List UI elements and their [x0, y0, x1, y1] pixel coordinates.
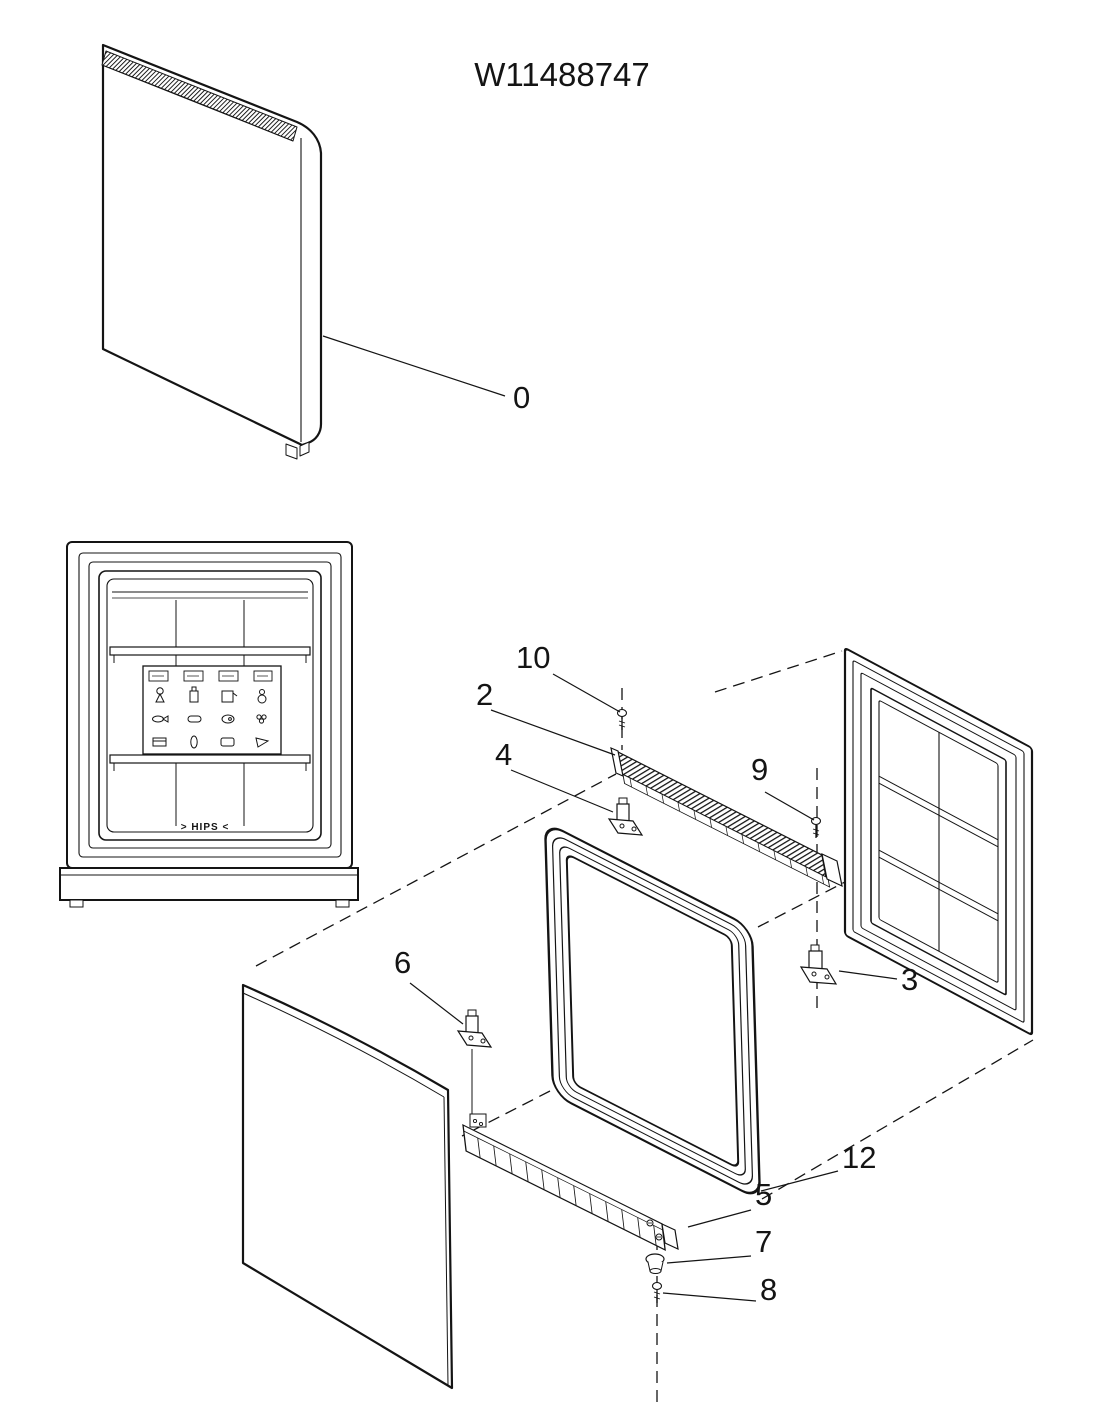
callout-3: 3 [838, 962, 918, 997]
glass-shelf [109, 754, 311, 771]
screw-bottom [651, 1281, 663, 1303]
callout-7: 7 [666, 1224, 772, 1264]
callout-2: 2 [476, 677, 616, 756]
callout-label-9: 9 [751, 752, 768, 787]
door-foot [299, 441, 310, 457]
rail-end-screws [646, 1219, 663, 1241]
food-storage-panel [142, 665, 282, 755]
hinge-bracket-left [456, 1009, 493, 1114]
ham-icon [221, 714, 235, 724]
callout-label-0: 0 [513, 380, 530, 415]
freezer-door-exterior [101, 43, 323, 460]
callout-label-6: 6 [394, 945, 411, 980]
grapes-icon [256, 714, 267, 724]
corn-icon [190, 735, 198, 749]
screw-top [616, 708, 628, 730]
food-icons [152, 686, 270, 749]
carrot-icon [255, 737, 270, 748]
temp-badges [148, 670, 273, 682]
callout-label-2: 2 [476, 677, 493, 712]
callout-label-10: 10 [516, 640, 550, 675]
bottle-icon [189, 686, 199, 703]
material-marking: > HIPS < [181, 822, 230, 833]
fish-icon [152, 715, 169, 723]
meat-icon [220, 737, 235, 747]
callout-4: 4 [495, 737, 614, 813]
handle-end-cap-right [821, 852, 843, 888]
callouts: 0 10 2 4 9 3 6 12 [322, 335, 918, 1307]
part-number-title: W11488747 [474, 56, 650, 93]
grommet-cap [645, 1253, 665, 1274]
inner-door-liner [843, 647, 1034, 1036]
callout-9: 9 [751, 752, 815, 821]
pear-icon [257, 689, 267, 704]
door-bottom-flange [59, 867, 359, 908]
door-panel-lower [241, 983, 454, 1390]
door-foot [285, 443, 298, 460]
callout-5: 5 [687, 1177, 772, 1228]
hinge-bracket-right [799, 944, 838, 985]
handle-trim-bar [610, 746, 843, 888]
glass-shelf [109, 646, 311, 663]
sausage-icon [187, 715, 202, 723]
callout-label-3: 3 [901, 962, 918, 997]
callout-8: 8 [662, 1272, 777, 1307]
callout-0: 0 [322, 335, 530, 415]
pitcher-icon [221, 690, 238, 703]
rail-end-step [661, 1222, 679, 1251]
callout-10: 10 [516, 640, 621, 713]
hinge-bracket-top [607, 797, 644, 836]
callout-label-5: 5 [755, 1177, 772, 1212]
bottom-trim-rail [462, 1113, 679, 1251]
callout-label-8: 8 [760, 1272, 777, 1307]
callout-label-4: 4 [495, 737, 512, 772]
callout-12: 12 [760, 1140, 876, 1192]
ice-cream-icon [155, 687, 165, 703]
butter-icon [152, 737, 167, 747]
callout-label-12: 12 [842, 1140, 876, 1175]
callout-label-7: 7 [755, 1224, 772, 1259]
rail-mount-tab [469, 1113, 487, 1128]
door-front-view: > HIPS < [59, 541, 359, 908]
callout-6: 6 [394, 945, 464, 1025]
screw-right [810, 816, 822, 838]
door-gasket [544, 827, 761, 1195]
